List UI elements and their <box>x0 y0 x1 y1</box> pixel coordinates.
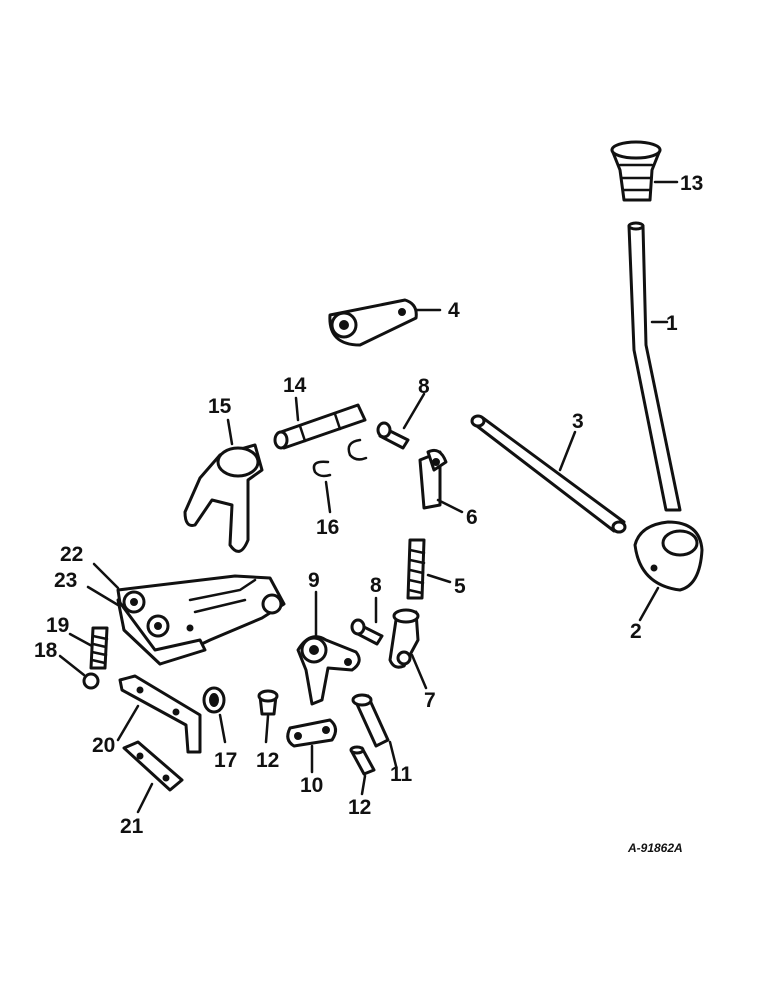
callout-labels: 13 1 4 14 15 8 3 16 6 22 23 9 8 5 19 18 … <box>34 172 703 838</box>
callout-21: 21 <box>120 815 144 838</box>
callout-3: 3 <box>572 410 584 433</box>
part-4-link-arm <box>328 298 442 347</box>
callout-16: 16 <box>316 516 339 539</box>
part-7-clevis <box>388 608 428 690</box>
part-5-stud <box>406 538 452 600</box>
part-16-snap-rings <box>312 438 368 514</box>
callout-19: 19 <box>46 614 69 637</box>
part-19-spring <box>68 626 109 670</box>
part-1-shift-lever <box>627 221 682 512</box>
callout-7: 7 <box>424 689 436 712</box>
callout-10: 10 <box>300 774 323 797</box>
part-15-shift-fork <box>183 418 264 553</box>
part-2-housing <box>633 520 704 622</box>
part-12-bolt-upper <box>257 689 279 744</box>
part-8-pin-upper <box>376 392 426 450</box>
callout-22: 22 <box>60 543 83 566</box>
callout-17: 17 <box>214 749 237 772</box>
callout-15: 15 <box>208 395 232 418</box>
callout-14: 14 <box>283 374 307 397</box>
callout-6: 6 <box>466 506 478 529</box>
part-18-ball <box>58 654 100 690</box>
callout-4: 4 <box>448 299 460 322</box>
callout-13: 13 <box>680 172 703 195</box>
reference-code: A-91862A <box>627 841 683 855</box>
part-6-clevis <box>418 448 464 514</box>
part-20-bracket <box>116 674 202 754</box>
part-21-plate <box>122 740 184 814</box>
callout-2: 2 <box>630 620 642 643</box>
part-10-link-plate <box>286 718 337 774</box>
callout-8-upper: 8 <box>418 375 430 398</box>
part-11-pin <box>351 693 398 768</box>
callout-1: 1 <box>666 312 678 335</box>
part-12-pin-lower <box>349 745 376 796</box>
callout-5: 5 <box>454 575 466 598</box>
callout-18: 18 <box>34 639 58 662</box>
part-8-pin-lower <box>350 596 384 646</box>
part-3-shaft <box>470 414 627 534</box>
part-17-bushing <box>202 686 227 744</box>
callout-12-upper: 12 <box>256 749 279 772</box>
part-14-pin <box>273 396 367 450</box>
callout-20: 20 <box>92 734 115 757</box>
callout-11: 11 <box>390 763 413 786</box>
callout-12-lower: 12 <box>348 796 371 819</box>
part-22-23-housing <box>86 562 286 666</box>
callout-8-lower: 8 <box>370 574 382 597</box>
part-13-knob <box>610 140 679 202</box>
part-9-lever <box>296 590 361 706</box>
callout-9: 9 <box>308 569 320 592</box>
callout-23: 23 <box>54 569 77 592</box>
